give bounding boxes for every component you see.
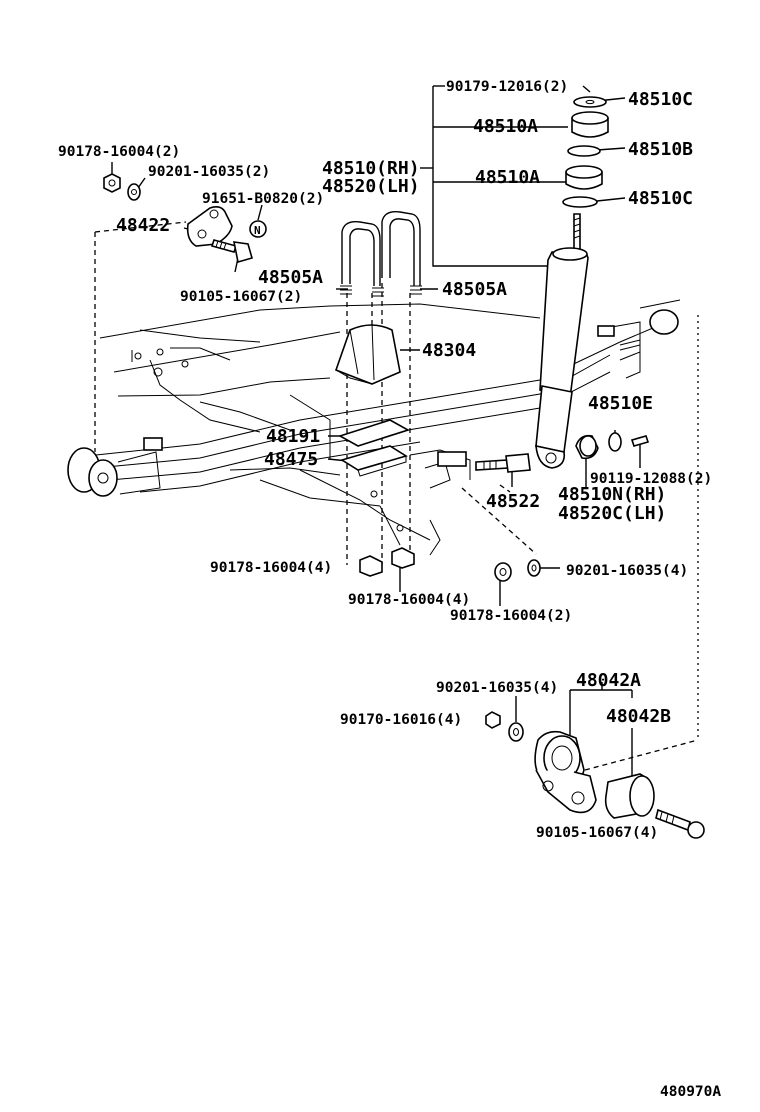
shock-absorber — [475, 96, 650, 473]
label-48505A-left: 48505A — [258, 267, 323, 288]
label-48042A: 48042A — [576, 670, 641, 691]
label-90201-16035-bottom: 90201-16035(4) — [436, 680, 558, 696]
label-48510A-lower: 48510A — [475, 167, 540, 188]
diagram-code: 480970A — [660, 1084, 721, 1100]
label-90201-16035-right: 90201-16035(4) — [566, 563, 688, 579]
front-hanger-hardware — [103, 173, 267, 264]
label-48042B: 48042B — [606, 706, 671, 727]
label-90178-16004-center: 90178-16004(4) — [348, 592, 470, 608]
label-48505A-right: 48505A — [442, 279, 507, 300]
label-48510C-bottom: 48510C — [628, 188, 693, 209]
shackle-nuts-middle — [494, 559, 541, 582]
label-90179-12016: 90179-12016(2) — [446, 79, 568, 95]
label-48191: 48191 — [266, 426, 320, 447]
label-48510B: 48510B — [628, 139, 693, 160]
label-48510N-rh: 48510N(RH) — [558, 484, 666, 505]
label-90105-16067-bottom: 90105-16067(4) — [536, 825, 658, 841]
label-90178-16004-top: 90178-16004(2) — [58, 144, 180, 160]
label-91651-b0820: 91651-B0820(2) — [202, 191, 324, 207]
label-48522: 48522 — [486, 491, 540, 512]
label-48520C-lh: 48520C(LH) — [558, 503, 666, 524]
label-48422: 48422 — [116, 215, 170, 236]
label-48304: 48304 — [422, 340, 476, 361]
label-90178-16004-lower: 90178-16004(2) — [450, 608, 572, 624]
label-48510-rh: 48510(RH) — [322, 158, 420, 179]
label-90201-16035-top: 90201-16035(2) — [148, 164, 270, 180]
label-48520-lh: 48520(LH) — [322, 176, 420, 197]
rear-shackle-assembly — [485, 711, 705, 839]
label-90178-16004-left: 90178-16004(4) — [210, 560, 332, 576]
label-90105-16067-top: 90105-16067(2) — [180, 289, 302, 305]
label-48510C-top: 48510C — [628, 89, 693, 110]
label-48475: 48475 — [264, 449, 318, 470]
u-bolts-and-seat — [334, 211, 422, 577]
label-90119-12088: 90119-12088(2) — [590, 471, 712, 487]
label-48510E: 48510E — [588, 393, 653, 414]
label-n-mark: N — [254, 224, 261, 237]
label-48510A-upper: 48510A — [473, 116, 538, 137]
part-labels: 90179-12016(2) 48510C 48510A 48510B 4851… — [58, 79, 721, 1100]
label-90170-16016: 90170-16016(4) — [340, 712, 462, 728]
